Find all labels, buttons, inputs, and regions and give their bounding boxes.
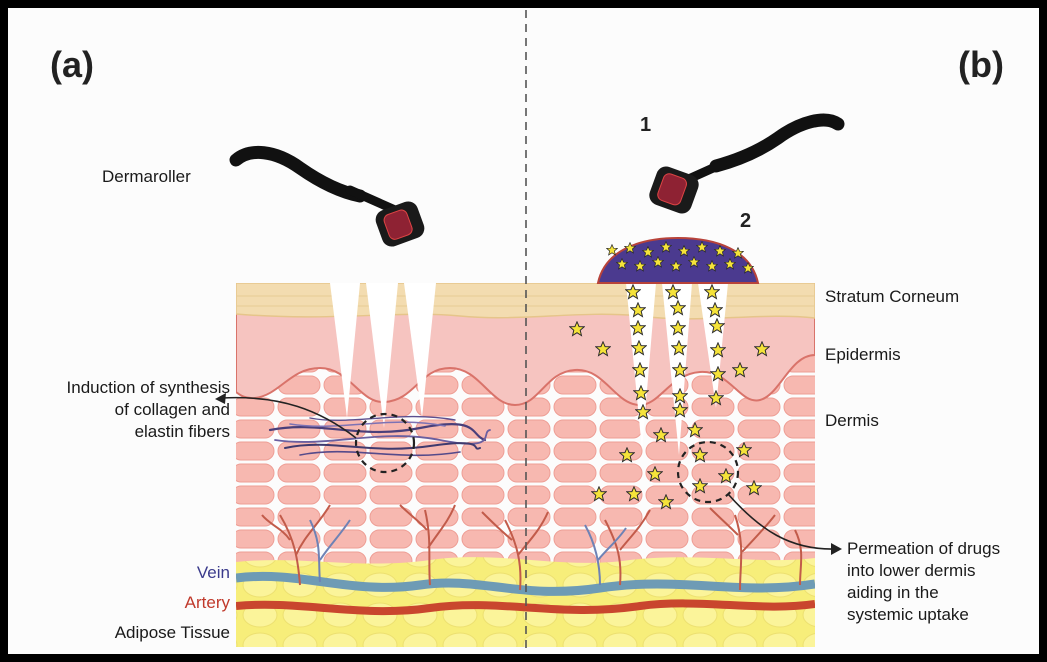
collagen-highlight-circle xyxy=(354,412,416,474)
step-number-2: 2 xyxy=(740,210,752,232)
induction-label: Induction of synthesis of collagen and e… xyxy=(67,377,230,443)
permeation-highlight-circle xyxy=(676,440,740,504)
vein-label: Vein xyxy=(196,563,230,582)
panel-label-a: (a) xyxy=(50,44,94,85)
drug-star-icon xyxy=(606,244,618,256)
dermaroller-icon-b xyxy=(649,113,845,214)
permeation-arrow xyxy=(727,493,836,550)
capillaries xyxy=(261,504,803,591)
permeation-label: Permeation of drugs into lower dermis ai… xyxy=(847,538,1000,626)
artery-vessel xyxy=(236,599,815,616)
induction-line-3: elastin fibers xyxy=(134,422,230,441)
dermis-label: Dermis xyxy=(825,411,879,430)
induction-line-1: Induction of synthesis xyxy=(66,378,230,397)
vein-vessel xyxy=(236,571,815,596)
permeation-line-4: systemic uptake xyxy=(847,605,969,624)
epidermis-label: Epidermis xyxy=(825,345,901,364)
dermaroller-icon xyxy=(229,145,425,247)
adipose-tissue-label: Adipose Tissue xyxy=(114,623,230,642)
panel-label-b: (b) xyxy=(958,44,1004,85)
induction-line-2: of collagen and xyxy=(114,400,230,419)
permeation-line-1: Permeation of drugs xyxy=(847,539,1001,558)
microneedle-channels-a xyxy=(330,283,436,428)
stratum-corneum-layer xyxy=(236,283,815,320)
step-number-1: 1 xyxy=(640,114,652,136)
induction-arrow xyxy=(221,396,357,439)
permeation-line-3: aiding in the xyxy=(847,583,939,602)
dermaroller-label: Dermaroller xyxy=(102,167,191,186)
stratum-corneum-label: Stratum Corneum xyxy=(825,287,960,306)
skin-diagram xyxy=(215,10,845,654)
figure-canvas: (a) (b) 1 2 Dermaroller Stratum Corneum … xyxy=(8,8,1039,654)
artery-label: Artery xyxy=(184,593,230,612)
collagen-fibers xyxy=(268,415,491,457)
permeation-line-2: into lower dermis xyxy=(847,561,976,580)
